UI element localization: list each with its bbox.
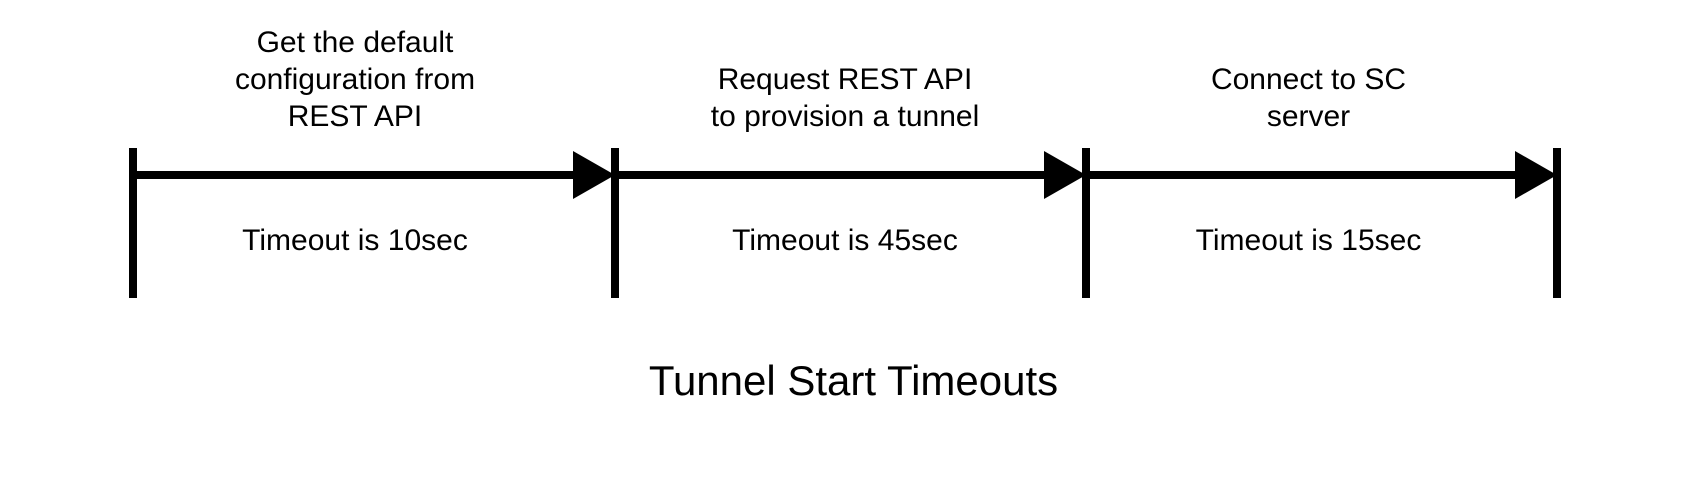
timeline-divider-end xyxy=(1553,148,1561,298)
diagram-title: Tunnel Start Timeouts xyxy=(648,357,1059,404)
timeline-divider-start xyxy=(129,148,137,298)
timeline-segment-line-3 xyxy=(1086,171,1519,179)
segment-label-2: Request REST API to provision a tunnel xyxy=(710,63,980,133)
segment-timeout-3: Timeout is 15sec xyxy=(1195,224,1422,257)
segment-label-3: Connect to SC server xyxy=(1210,63,1407,133)
arrow-head-icon-3 xyxy=(1515,151,1557,199)
segment-timeout-1: Timeout is 10sec xyxy=(242,224,468,257)
timeline-segment-line-1 xyxy=(133,171,577,179)
timeline-segment-line-2 xyxy=(615,171,1048,179)
segment-timeout-2: Timeout is 45sec xyxy=(732,224,958,257)
timeline-divider-2 xyxy=(1082,148,1090,298)
arrow-head-icon-1 xyxy=(573,151,615,199)
arrow-head-icon-2 xyxy=(1044,151,1086,199)
timeline-divider-1 xyxy=(611,148,619,298)
segment-label-1: Get the default configuration from REST … xyxy=(234,26,476,133)
